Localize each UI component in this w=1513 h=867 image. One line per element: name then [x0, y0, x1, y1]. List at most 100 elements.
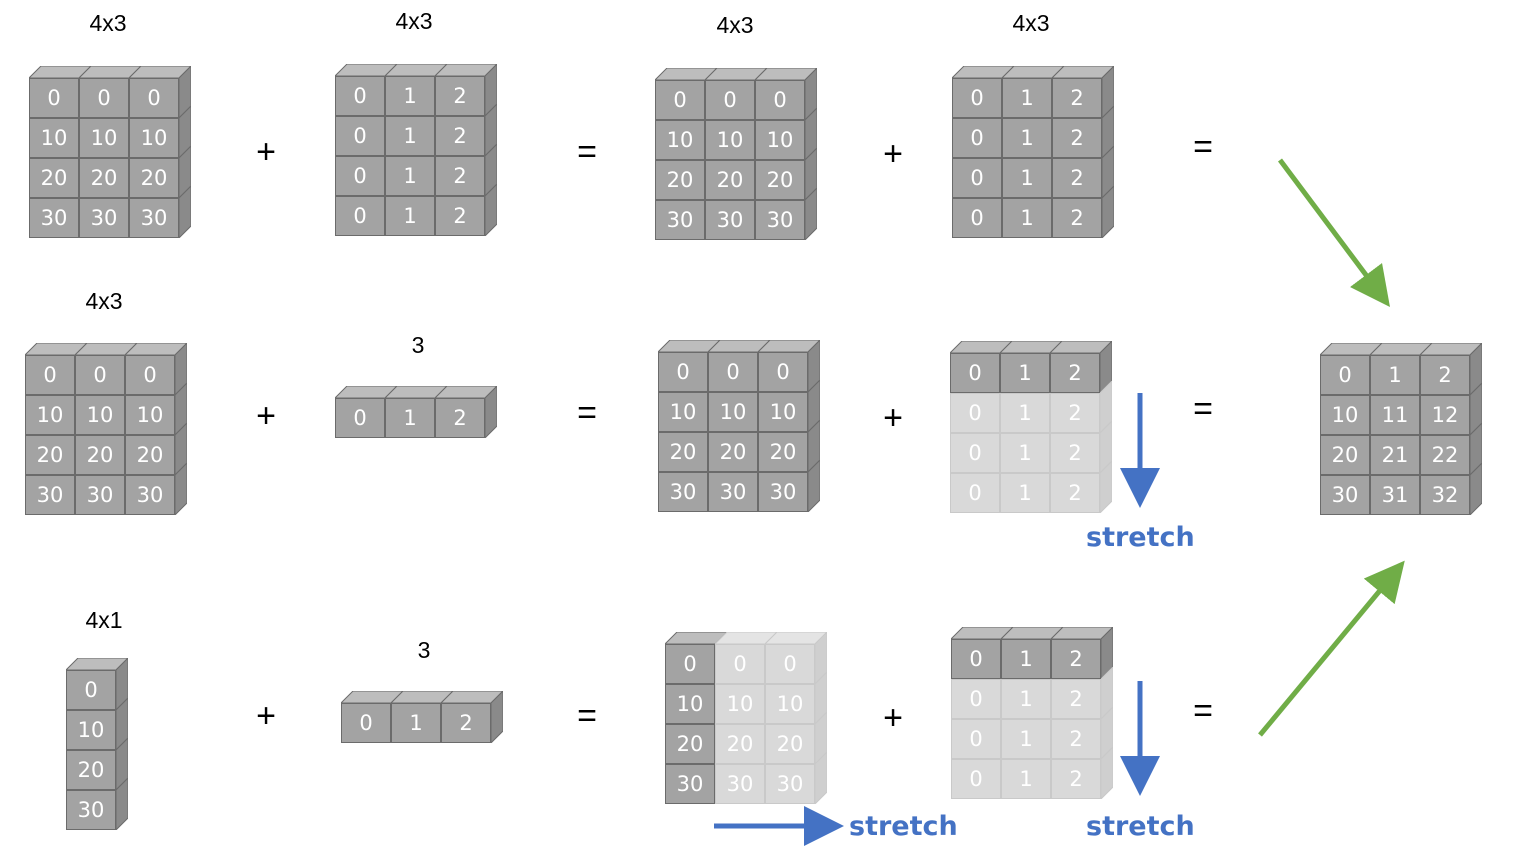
- cube-value: 30: [75, 475, 125, 515]
- r1-c-cell: 0: [655, 68, 717, 120]
- cube-value: 10: [25, 395, 75, 435]
- r1-c-cell: 30: [655, 200, 705, 240]
- cube-side-face: [485, 184, 497, 236]
- cube-value: 20: [1320, 435, 1370, 475]
- cube-value: 2: [1050, 433, 1100, 473]
- cube-top-face: [335, 64, 397, 76]
- cube-value: 1: [385, 76, 435, 116]
- r3-a-cell: 30: [66, 778, 128, 830]
- r1-a-cell: 20: [129, 146, 191, 198]
- r1-d-cell: 1: [1002, 158, 1052, 198]
- r3-d-cell: 0: [951, 719, 1001, 759]
- green-arrow-up: [1258, 560, 1405, 737]
- r2-d-cell: 1: [1000, 393, 1050, 433]
- cube-side-face: [485, 386, 497, 438]
- cube-side-face: [116, 658, 128, 710]
- cube-value: 30: [705, 200, 755, 240]
- cube-top-face: [1002, 66, 1064, 78]
- cube-value: 2: [1050, 353, 1100, 393]
- r3-d-cell: 1: [1001, 679, 1051, 719]
- cube-value: 20: [79, 158, 129, 198]
- cube-value: 2: [1051, 679, 1101, 719]
- cube-value: 0: [952, 198, 1002, 238]
- cube-side-face: [175, 463, 187, 515]
- r1-d-cell: 1: [1002, 198, 1052, 238]
- equals-sign: =: [577, 133, 597, 171]
- cube-value: 20: [705, 160, 755, 200]
- r3-a-cell: 0: [66, 658, 128, 710]
- cube-side-face: [1100, 381, 1112, 433]
- r1-d-cell: 2: [1052, 146, 1114, 198]
- r1-a-cell: 10: [29, 118, 79, 158]
- r3-c-cell: 30: [715, 764, 765, 804]
- r2-c-cell: 0: [708, 340, 770, 392]
- cube-top-face: [715, 632, 777, 644]
- r2-c-cell: 10: [658, 392, 708, 432]
- cube-value: 1: [1001, 679, 1051, 719]
- cube-value: 2: [1051, 639, 1101, 679]
- result-cell: 22: [1420, 423, 1482, 475]
- cube-top-face: [1050, 341, 1112, 353]
- cube-value: 0: [950, 473, 1000, 513]
- r1-a-cell: 20: [29, 158, 79, 198]
- cube-value: 0: [951, 679, 1001, 719]
- cube-value: 1: [1000, 353, 1050, 393]
- cube-top-face: [385, 64, 447, 76]
- cube-value: 20: [655, 160, 705, 200]
- equals-sign: =: [577, 394, 597, 432]
- cube-value: 1: [1000, 433, 1050, 473]
- cube-value: 1: [385, 398, 435, 438]
- cube-value: 10: [29, 118, 79, 158]
- r2-a-cell: 0: [25, 343, 87, 395]
- result-cell: 20: [1320, 435, 1370, 475]
- cube-top-face: [765, 632, 827, 644]
- r3-b-cell: 0: [341, 691, 403, 743]
- cube-side-face: [179, 186, 191, 238]
- cube-value: 20: [125, 435, 175, 475]
- r2-d-cell: 0: [950, 341, 1012, 393]
- plus-sign: +: [256, 397, 276, 435]
- cube-side-face: [1102, 186, 1114, 238]
- r1-c-cell: 20: [655, 160, 705, 200]
- plus-sign: +: [883, 699, 903, 737]
- r3-c-cell: 0: [665, 632, 727, 684]
- cube-value: 0: [665, 644, 715, 684]
- cube-top-face: [708, 340, 770, 352]
- cube-side-face: [808, 420, 820, 472]
- r1-d-cell: 1: [1002, 66, 1064, 118]
- r2-a-cell: 30: [75, 475, 125, 515]
- r1-b-cell: 1: [385, 196, 435, 236]
- cube-side-face: [815, 672, 827, 724]
- cube-top-face: [658, 340, 720, 352]
- cube-value: 30: [658, 472, 708, 512]
- r1-c-cell: 10: [705, 120, 755, 160]
- result-cell: 32: [1420, 463, 1482, 515]
- r2-a-cell: 30: [25, 475, 75, 515]
- cube-value: 10: [755, 120, 805, 160]
- cube-top-face: [1420, 343, 1482, 355]
- r1-c-cell: 0: [705, 68, 767, 120]
- r1-a-cell: 0: [129, 66, 191, 118]
- cube-value: 20: [758, 432, 808, 472]
- cube-value: 10: [66, 710, 116, 750]
- cube-value: 10: [1320, 395, 1370, 435]
- cube-side-face: [1470, 383, 1482, 435]
- cube-top-face: [75, 343, 137, 355]
- cube-value: 10: [665, 684, 715, 724]
- r1-d-cell: 2: [1052, 66, 1114, 118]
- r2-a-cell: 10: [75, 395, 125, 435]
- cube-side-face: [808, 340, 820, 392]
- r3-d-cell: 2: [1051, 747, 1113, 799]
- r3-c-cell: 10: [715, 684, 765, 724]
- cube-value: 1: [1002, 78, 1052, 118]
- cube-value: 20: [29, 158, 79, 198]
- equals-sign: =: [577, 697, 597, 735]
- cube-value: 30: [79, 198, 129, 238]
- r2-a-cell: 20: [25, 435, 75, 475]
- r1-b-cell: 2: [435, 144, 497, 196]
- cube-side-face: [179, 146, 191, 198]
- cube-value: 12: [1420, 395, 1470, 435]
- r1-c-cell: 20: [705, 160, 755, 200]
- r2-d-cell: 2: [1050, 381, 1112, 433]
